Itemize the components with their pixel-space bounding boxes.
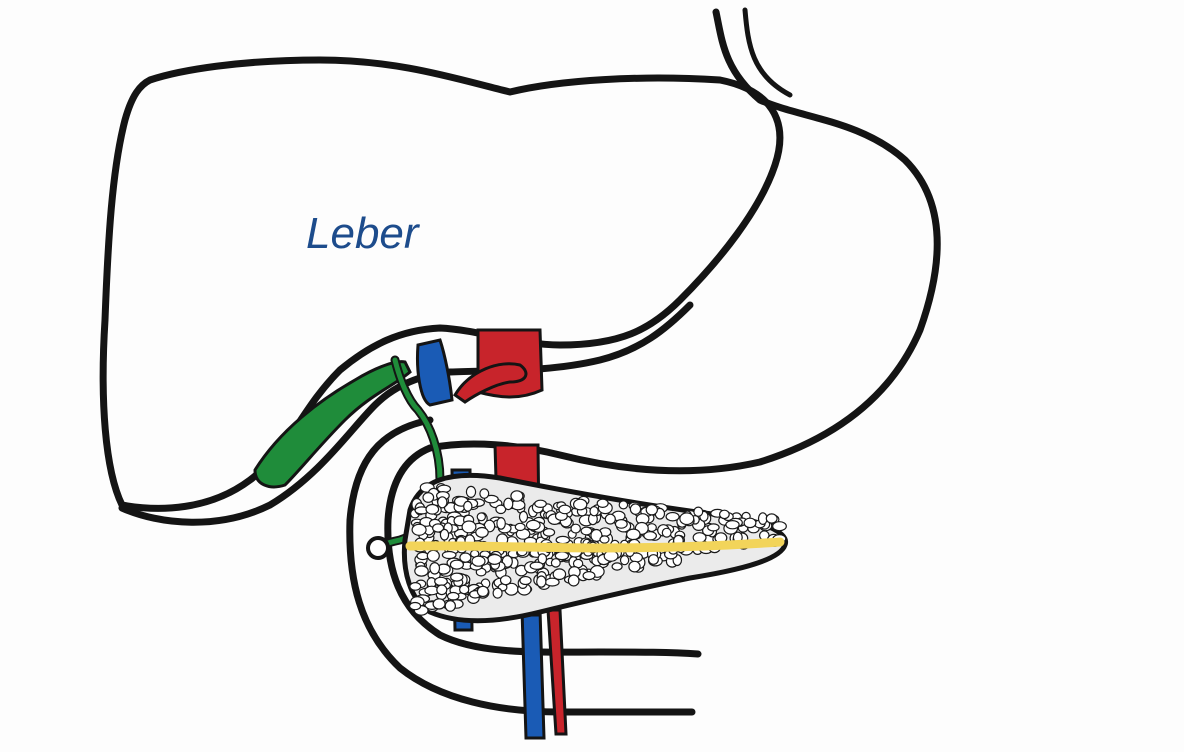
pancreas-lobule [463,500,473,512]
pancreas-lobule [425,503,440,515]
pancreas-lobule [476,585,489,598]
pancreas-lobule [707,523,720,532]
pancreas-lobule [499,575,512,586]
pancreas-lobule [542,528,556,537]
pancreas-lobule [479,488,490,499]
pancreas-lobule [429,561,441,575]
pancreas-lobule [611,562,623,571]
pancreas-lobule [629,503,642,515]
papilla [366,536,390,560]
pancreatic-duct [405,537,785,553]
pancreas-lobule [558,504,572,515]
pancreas-lobule [554,551,570,561]
pancreas-lobule [496,517,506,530]
pancreas-lobule [661,527,672,538]
pancreas [401,472,788,624]
pancreas-lobule [409,582,422,591]
pancreas-lobules [409,482,787,616]
pancreas-lobule [765,513,778,524]
pancreas-lobule [665,511,680,522]
pancreas-lobule [434,576,448,587]
pancreas-lobule [573,498,588,511]
pancreas-lobule [471,555,486,567]
pancreas-lobule [519,575,532,586]
gallbladder [253,360,412,489]
duodenum-outline [346,416,702,716]
pancreas-lobule [596,498,609,508]
pancreas-lobule [432,598,446,610]
pancreas-lobule [614,519,628,529]
pancreas-lobule [411,523,427,536]
pancreas-lobule [529,561,544,570]
pancreas-lobule [414,565,429,577]
pancreas-lobule [459,552,472,563]
pancreas-lobule [518,510,529,523]
pancreas-lobule [426,549,440,562]
pancreas-lobule [465,485,477,498]
pancreas-lobule [461,520,477,534]
pancreas-lobule [525,519,541,531]
pancreas-lobule [550,558,561,568]
pancreas-lobule [444,600,456,612]
pancreas-lobule [503,497,514,511]
pancreas-lobule [628,560,641,573]
pancreas-lobule [449,559,464,570]
pancreas-lobule [693,506,704,517]
pancreas-lobule [536,575,547,588]
pancreas-lobule [719,509,730,520]
pancreas-lobule [534,499,547,508]
pancreas-lobule [475,526,489,538]
pancreas-lobule [580,526,593,536]
pancreas-lobule [589,506,599,517]
pancreas-lobule [679,512,695,526]
pancreas-lobule [436,584,448,596]
pancreas-lobule [450,572,464,582]
pancreas-lobule [582,570,596,581]
pancreas-lobule [476,512,486,522]
pancreas-lobule [552,568,567,581]
pancreas-lobule [555,535,571,545]
pancreas-lobule [570,523,581,534]
pancreas-lobule [422,492,435,503]
liver-label: Leber [306,209,421,258]
pancreas-lobule [618,500,629,510]
pancreas-lobule [441,550,457,560]
pancreas-lobule [492,587,503,599]
pancreas-lobule [725,520,740,530]
pancreas-lobule [599,535,610,544]
pancreas-lobule [645,504,659,516]
pancreas-lobule [743,517,757,529]
pancreas-lobule [487,553,502,565]
pancreas-lobule [619,555,630,566]
pancreas-lobule [510,490,524,502]
pancreas-lobule [625,528,641,541]
pancreas-lobule [604,513,616,525]
pancreas-lobule [437,496,448,509]
pancreas-lobule [567,574,580,587]
pancreas-lobule [643,531,657,541]
pancreas-lobule [647,554,659,565]
pancreas-lobule [439,528,450,541]
pancreas-lobule [514,522,526,532]
pancreas-lobule [446,591,460,601]
pancreas-lobule [772,521,787,532]
pancreas-lobule [409,601,422,611]
pancreas-lobule [459,584,470,595]
